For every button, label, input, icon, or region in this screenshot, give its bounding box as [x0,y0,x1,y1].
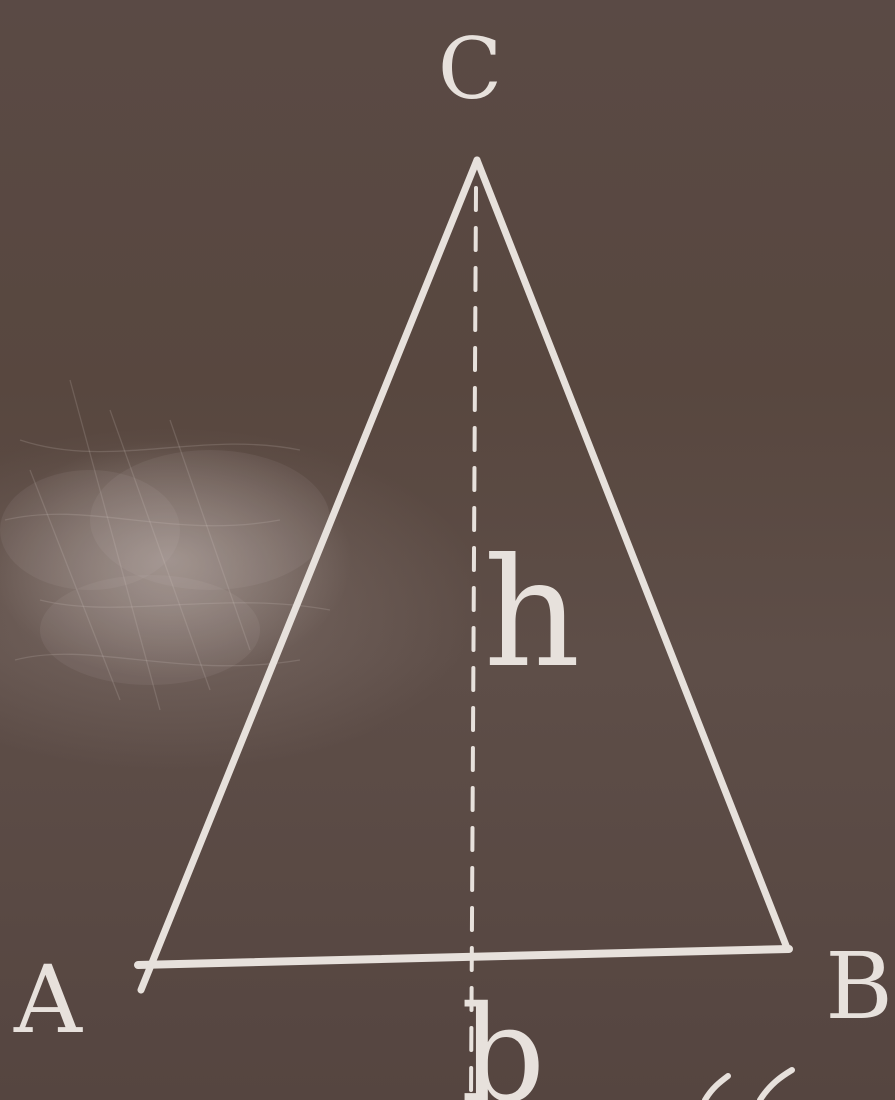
height-label: h [484,527,581,701]
height-line [469,186,478,1100]
partial-chalk-mark [702,1067,795,1100]
side-cb [473,156,791,952]
vertex-c-label: C [438,20,502,118]
base-ab [134,945,793,969]
base-label: b [461,978,546,1100]
side-ac [137,156,481,994]
vertex-a-label: A [13,946,83,1055]
vertex-b-label: B [825,933,893,1040]
